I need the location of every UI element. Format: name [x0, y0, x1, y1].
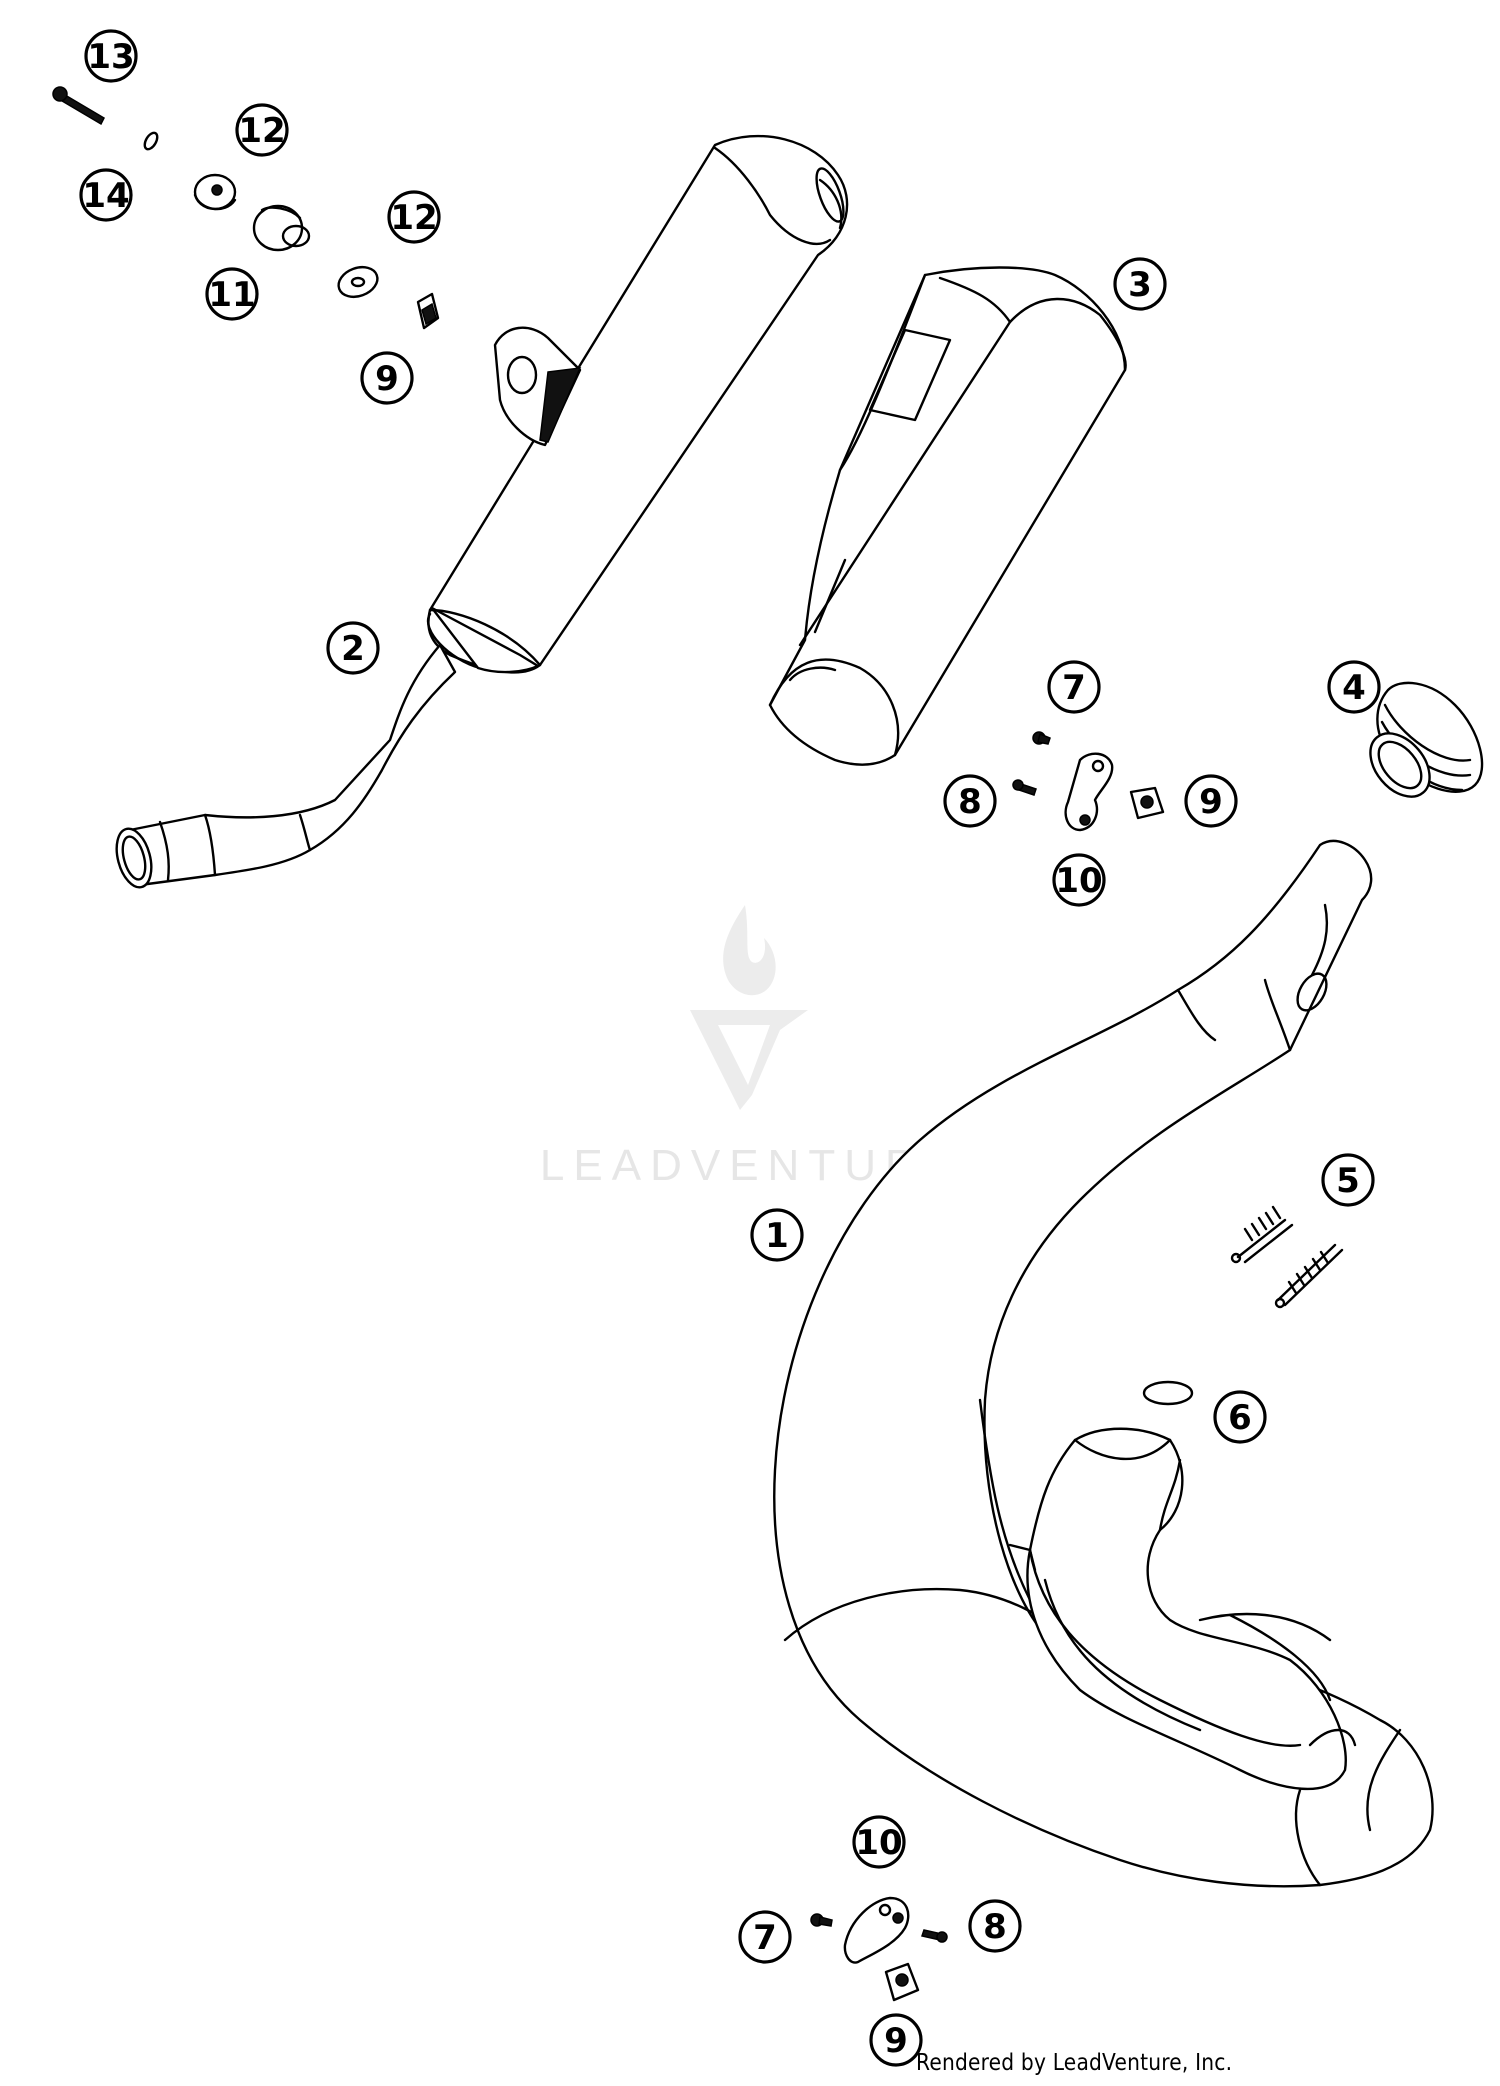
bracket-part-10a: [1064, 752, 1114, 832]
callout-12: 12: [235, 103, 289, 157]
grommet-part-11: [252, 204, 311, 252]
callout-8: 8: [943, 774, 997, 828]
svg-text:8: 8: [958, 782, 982, 822]
svg-text:10: 10: [1055, 861, 1102, 901]
callout-7: 7: [1047, 660, 1101, 714]
gasket-part-6: [1142, 1380, 1194, 1406]
svg-text:11: 11: [208, 275, 255, 315]
v-logo-icon: [690, 1010, 808, 1110]
svg-text:12: 12: [390, 198, 437, 238]
springs-part-5: [1230, 1205, 1344, 1309]
callout-9: 9: [360, 351, 414, 405]
svg-text:14: 14: [82, 176, 129, 216]
svg-text:5: 5: [1336, 1161, 1360, 1201]
svg-text:8: 8: [983, 1907, 1007, 1947]
render-credit: Rendered by LeadVenture, Inc.: [916, 2050, 1233, 2076]
callout-6: 6: [1213, 1390, 1267, 1444]
clip-nut-part-9c: [884, 1962, 920, 2002]
flame-logo-icon: [723, 905, 776, 996]
screw-part-7b: [810, 1913, 833, 1927]
svg-text:9: 9: [1199, 782, 1223, 822]
washer-part-12b: [337, 265, 379, 299]
callout-2: 2: [326, 621, 380, 675]
bolt-part-13: [52, 86, 105, 126]
svg-text:12: 12: [238, 111, 285, 151]
svg-text:3: 3: [1128, 265, 1152, 305]
callout-1: 1: [750, 1208, 804, 1262]
leadventure-watermark: LEADVENTURE: [540, 905, 955, 1190]
svg-text:7: 7: [1062, 668, 1086, 708]
svg-text:9: 9: [375, 359, 399, 399]
cover-part-3: [768, 266, 1127, 766]
clip-nut-part-9a: [416, 292, 440, 330]
callout-13: 13: [84, 29, 138, 83]
callout-11: 11: [205, 267, 259, 321]
svg-text:7: 7: [753, 1918, 777, 1958]
silencer-part-2: [115, 134, 849, 889]
callout-3: 3: [1113, 257, 1167, 311]
bracket-part-10b: [843, 1896, 910, 1964]
callout-7: 7: [738, 1910, 792, 1964]
svg-text:4: 4: [1342, 668, 1366, 708]
expansion-chamber-part-1: [773, 839, 1434, 1888]
svg-text:9: 9: [884, 2021, 908, 2061]
callout-12: 12: [387, 190, 441, 244]
callout-9: 9: [869, 2013, 923, 2067]
callout-10: 10: [852, 1815, 906, 1869]
callout-4: 4: [1327, 660, 1381, 714]
callout-5: 5: [1321, 1153, 1375, 1207]
svg-text:10: 10: [855, 1823, 902, 1863]
screw-part-7a: [1032, 731, 1051, 745]
screw-part-8b: [921, 1929, 948, 1943]
svg-text:13: 13: [87, 37, 134, 77]
svg-text:2: 2: [341, 629, 365, 669]
callout-14: 14: [79, 168, 133, 222]
callout-10: 10: [1052, 853, 1106, 907]
screw-part-8a: [1012, 779, 1037, 796]
clip-nut-part-9b: [1129, 786, 1165, 820]
callout-9: 9: [1184, 774, 1238, 828]
connector-part-4: [1369, 681, 1484, 798]
svg-text:1: 1: [765, 1216, 789, 1256]
o-ring-part-14: [143, 131, 159, 151]
svg-text:6: 6: [1228, 1398, 1252, 1438]
callout-8: 8: [968, 1899, 1022, 1953]
washer-part-12a: [193, 173, 237, 211]
